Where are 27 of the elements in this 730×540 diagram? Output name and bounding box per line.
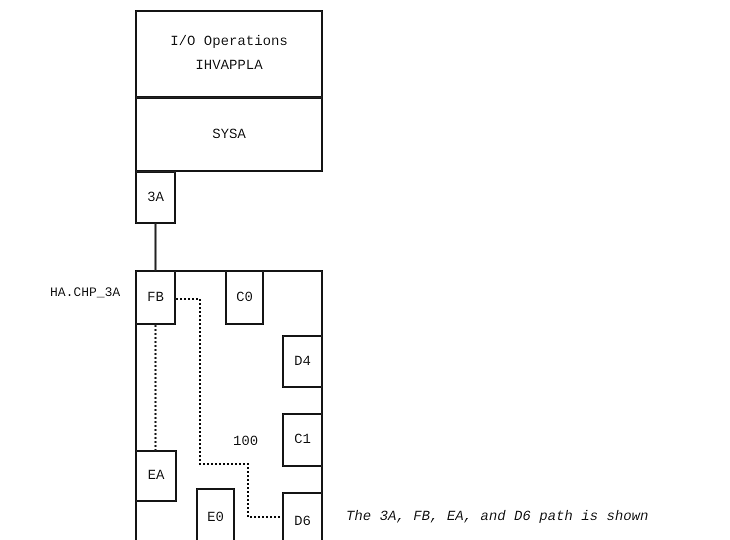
port-box <box>135 450 177 502</box>
system-box <box>135 10 323 98</box>
box-label: 3A <box>146 188 165 208</box>
box-label: FB <box>146 288 165 308</box>
port-box <box>282 413 323 467</box>
note-text: The 3A, FB, EA, and D6 path is shown <box>346 508 648 527</box>
box-label: D6 <box>293 513 312 532</box>
box-label: C0 <box>235 288 254 308</box>
box-label: E0 <box>206 509 225 528</box>
box-label: SYSA <box>211 126 247 144</box>
connector-line <box>154 224 156 270</box>
port-box <box>282 492 323 540</box>
dotted-path-line <box>154 325 156 450</box>
port-box <box>196 488 235 540</box>
box-label: I/O Operations IHVAPPLA <box>169 33 289 76</box>
box-label: C1 <box>293 431 312 450</box>
director-box <box>135 270 323 540</box>
port-box <box>135 270 176 325</box>
port-box <box>225 270 264 325</box>
port-box <box>282 335 323 388</box>
box-label: 100 <box>232 433 260 452</box>
system-box <box>135 97 323 172</box>
box-label: EA <box>146 467 166 486</box>
port-box <box>135 171 176 224</box>
box-label: D4 <box>293 352 312 372</box>
channel-label: HA.CHP_3A <box>50 284 120 302</box>
dotted-path-line <box>176 298 282 518</box>
